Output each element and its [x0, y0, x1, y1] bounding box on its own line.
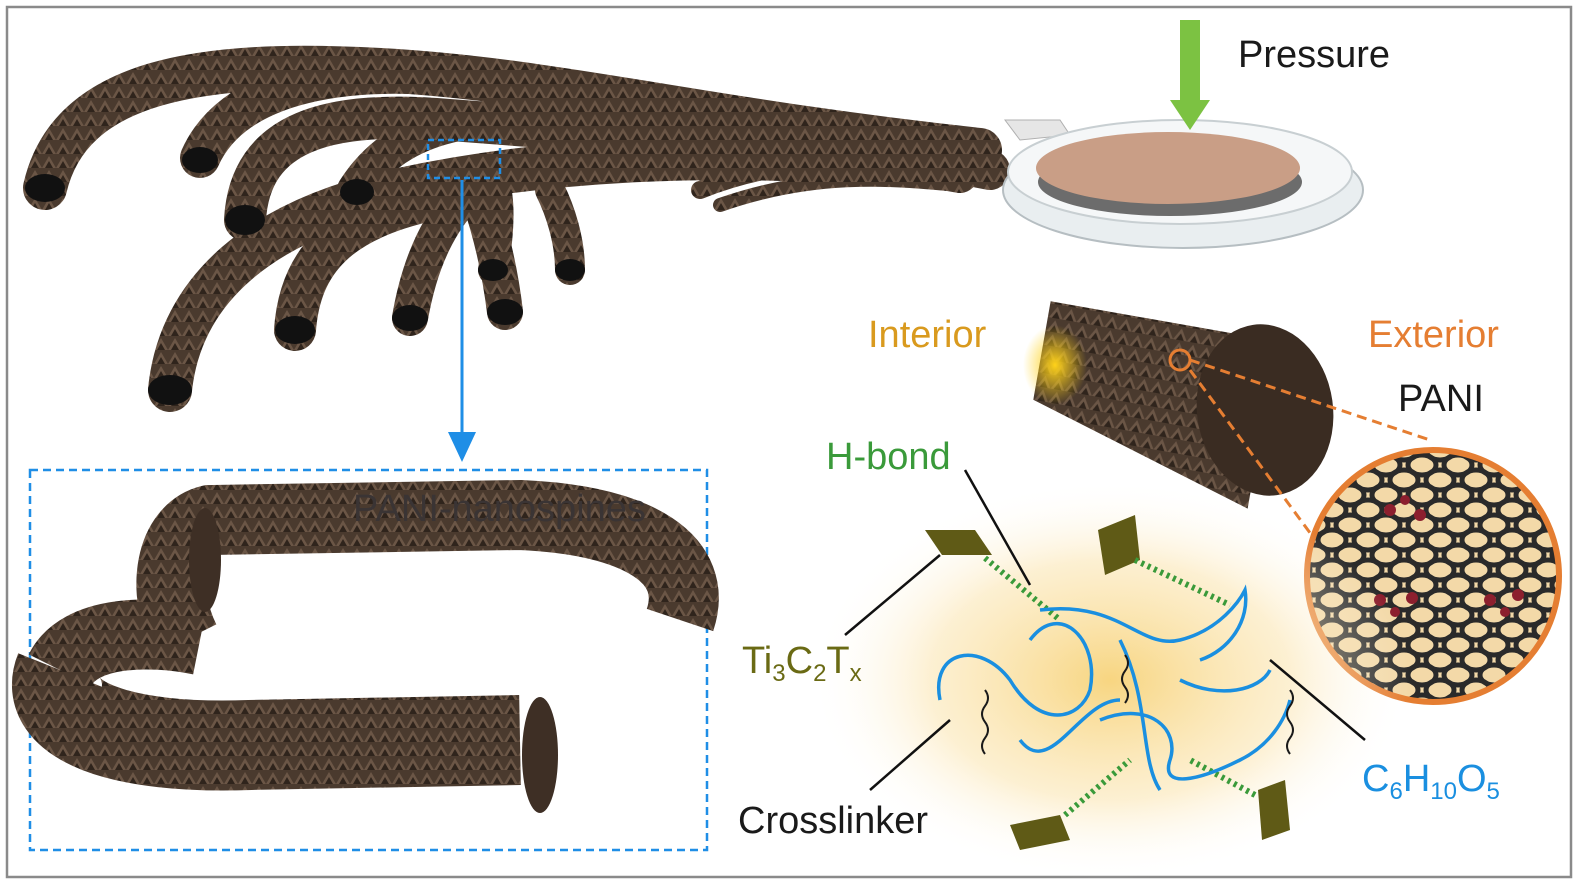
pani-nanospines-label: PANI-nanospines — [353, 488, 646, 530]
network-glow — [810, 480, 1410, 880]
exterior-label: Exterior — [1368, 314, 1499, 356]
pressure-sensor — [1002, 20, 1364, 249]
zoom-arrow-head — [448, 432, 476, 462]
nanospine-coil — [12, 479, 719, 813]
fiber-open-ends — [25, 147, 585, 405]
h-bonds — [983, 555, 1257, 818]
nanofiber-bundle — [23, 45, 1010, 412]
interior-label: Interior — [868, 314, 987, 356]
h-bond-label: H-bond — [826, 436, 951, 478]
mxene-flakes — [925, 515, 1290, 850]
pani-hollow-fiber — [1023, 301, 1431, 561]
pressure-label: Pressure — [1238, 34, 1391, 76]
pani-label: PANI — [1398, 378, 1484, 420]
selection-box — [426, 138, 502, 180]
leader-lines — [844, 469, 1366, 791]
crosslinkers — [981, 654, 1294, 755]
mxene-formula-label: Ti3C2Tx — [742, 640, 862, 687]
cellulose-formula-label: C6H10O5 — [1362, 758, 1500, 805]
crosslinker-label: Crosslinker — [738, 800, 929, 842]
figure-frame — [5, 5, 1573, 879]
